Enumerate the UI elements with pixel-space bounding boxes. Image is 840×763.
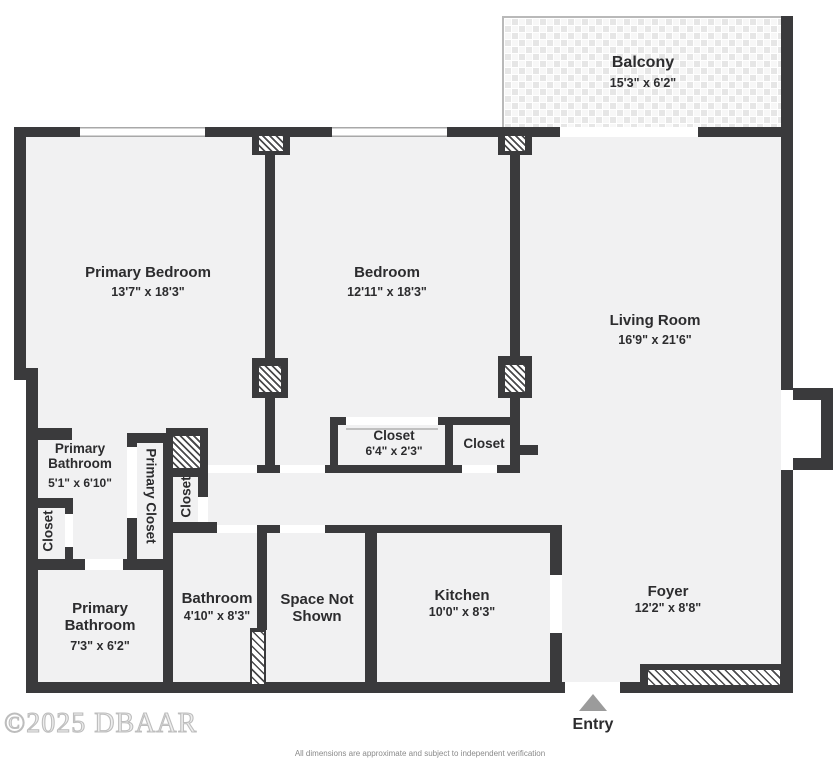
wall-primary-bath-lower-top	[123, 559, 172, 570]
wall-closet-right-top	[453, 417, 517, 425]
wall-closet-left-right	[65, 498, 73, 514]
plumbing-wall-hatch	[250, 628, 266, 684]
wall-primary-bath-lower-top	[26, 559, 85, 570]
wall-right-upper	[781, 137, 793, 390]
wall-right-lower	[781, 470, 793, 693]
primary-bathroom-lower-label: Primary Bathroom	[64, 600, 136, 634]
wall-stub-foyer	[517, 445, 538, 455]
window	[332, 127, 447, 137]
wall-kitchen-right	[550, 525, 562, 575]
wall-bedrooms	[265, 137, 275, 360]
wall-notch-right	[821, 388, 833, 470]
bathroom-dims: 4'10" x 8'3"	[183, 609, 251, 623]
door-opening-primary-bedroom	[207, 465, 257, 473]
door-opening-bedroom	[280, 465, 325, 473]
balcony-door-opening	[560, 127, 698, 137]
wall-primary-bath-top	[26, 428, 72, 440]
door-opening-closet-middle	[198, 497, 208, 522]
bedroom-label: Bedroom	[354, 264, 420, 281]
wall-segment	[290, 127, 332, 137]
wall-segment	[205, 127, 252, 137]
closet-door-line	[346, 428, 438, 430]
door-opening-primary-bath-lower	[85, 559, 123, 570]
wall-bedroom-living-lower	[510, 396, 520, 473]
wall-primary-closet-left	[127, 518, 137, 567]
door-opening-space	[280, 525, 325, 533]
wall-segment	[530, 127, 560, 137]
bathroom-label: Bathroom	[181, 590, 253, 607]
wall-hall-upper	[325, 465, 462, 473]
door-opening-primary-closet	[127, 447, 137, 518]
space-not-shown-label: Space Not Shown	[280, 591, 354, 625]
wall-closet-left-right	[65, 547, 73, 559]
bedroom-dims: 12'11" x 18'3"	[347, 285, 427, 299]
wall-notch-bottom	[793, 458, 833, 470]
balcony-dims: 15'3" x 6'2"	[609, 76, 677, 90]
wall-left-lower	[26, 372, 38, 693]
primary-bathroom-lower-dims: 7'3" x 6'2"	[70, 639, 130, 653]
wall-segment	[698, 127, 793, 137]
wall-primary-closet-top	[127, 433, 172, 443]
foyer-label: Foyer	[647, 583, 689, 600]
door-opening-closet-left	[65, 514, 73, 547]
closet-left-label: Closet	[40, 510, 56, 552]
wall-closet-main-left	[330, 417, 338, 473]
wall-space-kitchen	[365, 530, 377, 682]
wall-hall-upper	[497, 465, 517, 473]
wall-segment	[14, 127, 80, 137]
balcony-label: Balcony	[611, 54, 675, 71]
watermark: ©2025 DBAAR	[3, 707, 198, 739]
wall-left-upper	[14, 127, 26, 372]
entry-label: Entry	[572, 716, 614, 733]
entry-door-opening	[565, 682, 620, 693]
foyer-dims: 12'2" x 8'8"	[634, 601, 702, 615]
wall-primary-closet-left	[127, 433, 137, 447]
wall-closet-right-bottom	[453, 465, 462, 473]
wall-balcony-right	[781, 16, 793, 131]
primary-closet-label: Primary Closet	[143, 448, 159, 544]
living-room-label: Living Room	[609, 312, 701, 329]
support-column-hatch	[259, 136, 283, 151]
kitchen-label: Kitchen	[434, 587, 490, 604]
closet-right-label: Closet	[463, 436, 505, 451]
closet-main-label: Closet	[373, 428, 415, 443]
wall-closet-main-right	[445, 417, 453, 473]
primary-bathroom-upper-dims: 5'1" x 6'10"	[48, 476, 112, 490]
wall-bedrooms-lower	[265, 396, 275, 467]
support-column-hatch	[259, 366, 281, 392]
primary-bathroom-upper-label: Primary Bathroom	[48, 441, 112, 471]
primary-bedroom-label: Primary Bedroom	[85, 264, 211, 281]
wall-kitchen-right	[550, 633, 562, 682]
floor-upper	[20, 134, 781, 376]
wall-closet-middle-right	[198, 473, 208, 497]
wall-segment	[447, 127, 503, 137]
primary-bedroom-dims: 13'7" x 18'3"	[111, 285, 185, 299]
kitchen-dims: 10'0" x 8'3"	[428, 605, 496, 619]
wall-bath-space	[257, 533, 267, 630]
disclaimer-text: All dimensions are approximate and subje…	[294, 749, 546, 758]
door-opening-kitchen	[550, 575, 562, 633]
door-opening-closet-right	[462, 465, 497, 473]
wall-bedroom-living	[510, 137, 520, 358]
support-column-hatch	[173, 436, 200, 468]
support-column-hatch	[505, 136, 525, 151]
wall-closet-main-top	[330, 417, 346, 425]
living-room-dims: 16'9" x 21'6"	[618, 333, 692, 347]
closet-main-dims: 6'4" x 2'3"	[365, 444, 423, 458]
window	[80, 127, 205, 137]
door-opening-closet-main	[346, 417, 438, 425]
wall-hall-lower	[257, 525, 280, 533]
wall-closet-middle-bottom	[172, 522, 217, 533]
entry-arrow-icon	[579, 694, 607, 711]
closet-middle-label: Closet	[178, 476, 194, 518]
wall-hall-upper	[257, 465, 280, 473]
balcony-tile-floor	[502, 16, 785, 130]
foyer-closet-hatch	[648, 670, 780, 685]
wall-bottom-left	[26, 682, 565, 693]
wall-kitchen-top	[325, 525, 562, 533]
wall-closet-left-top	[33, 498, 68, 508]
door-opening-bathroom	[217, 525, 257, 533]
support-column-hatch	[505, 365, 525, 392]
